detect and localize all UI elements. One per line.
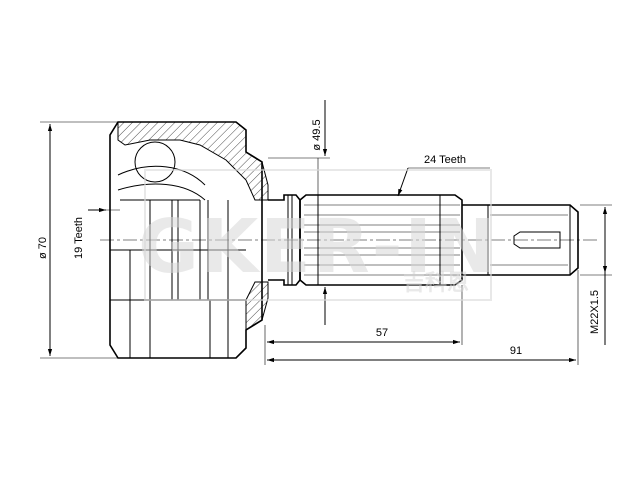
- dim-inner-teeth: 19 Teeth: [73, 207, 120, 259]
- dim-outer-teeth: 24 Teeth: [397, 154, 490, 197]
- dim-length-57: 57: [264, 285, 463, 365]
- dim-label-inner-teeth: 19 Teeth: [73, 217, 85, 259]
- dim-label-shaft-diameter: ø 49.5: [311, 119, 323, 150]
- dim-label-outer-teeth: 24 Teeth: [424, 154, 466, 166]
- dim-outer-diameter: ø 70: [37, 121, 118, 359]
- dim-thread: M22X1.5: [580, 204, 612, 345]
- watermark-chinese-text: 吉科恩: [403, 270, 469, 296]
- dim-label-length-91: 91: [510, 345, 522, 357]
- dim-shaft-diameter: ø 49.5: [268, 100, 330, 325]
- threaded-end: [462, 204, 579, 276]
- dim-length-91: 91: [267, 270, 579, 365]
- dim-label-thread: M22X1.5: [589, 290, 601, 334]
- outer-bell-housing: [109, 121, 269, 359]
- watermark-brand-text: GKER-IN: [138, 204, 498, 290]
- watermark-logo: GKER-IN 吉科恩: [138, 169, 498, 301]
- dim-label-length-57: 57: [376, 327, 388, 339]
- dim-label-outer-diameter: ø 70: [37, 237, 49, 259]
- spline-shaft: [299, 194, 463, 286]
